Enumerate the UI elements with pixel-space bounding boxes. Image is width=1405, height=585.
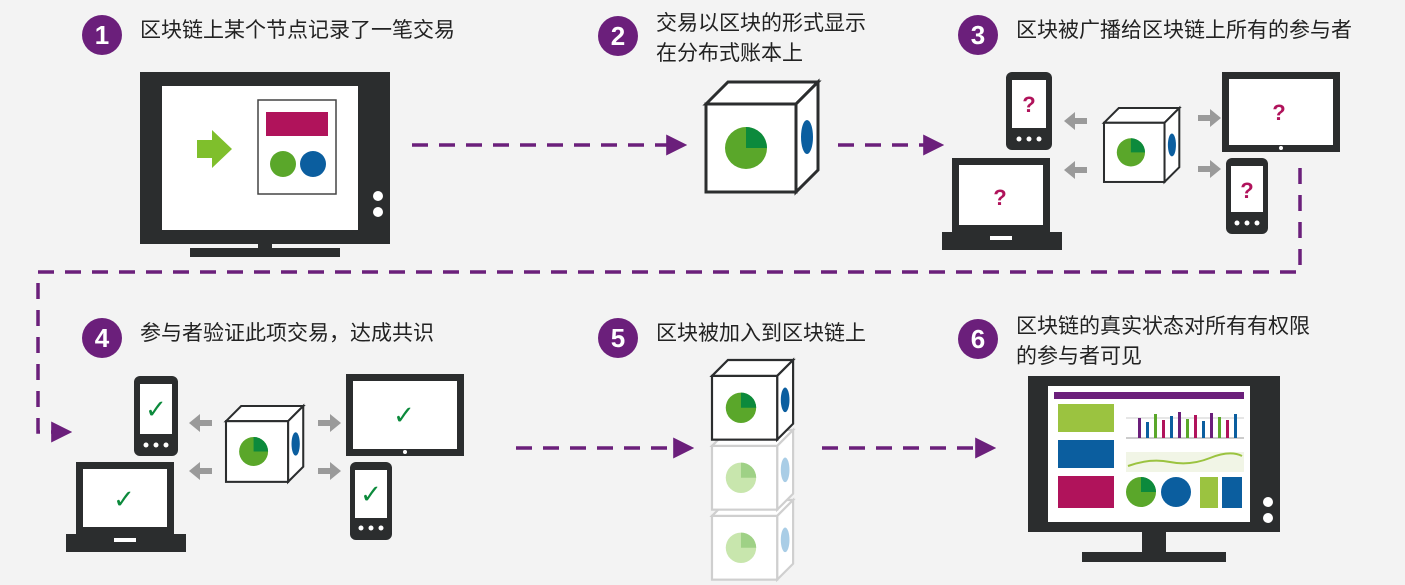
step-2-caption: 交易以区块的形式显示 在分布式账本上 bbox=[656, 11, 866, 65]
step-5-caption: 区块被加入到区块链上 bbox=[656, 321, 866, 345]
check-mark-icon: ✓ bbox=[113, 485, 135, 515]
flow-arrow-3-4 bbox=[36, 168, 1302, 443]
step-3-caption: 区块被广播给区块链上所有的参与者 bbox=[1016, 18, 1352, 42]
check-mark-icon: ✓ bbox=[360, 480, 382, 510]
step-4-verify-group: ✓ ✓ ✓ bbox=[66, 374, 464, 552]
step-6-dashboard-monitor bbox=[1028, 376, 1280, 562]
laptop-icon: ? bbox=[942, 158, 1062, 250]
step-6-badge: 6 bbox=[958, 319, 998, 359]
step-2-badge: 2 bbox=[598, 16, 638, 56]
unknown-mark: ? bbox=[1240, 178, 1253, 203]
chain-block-cube bbox=[710, 498, 795, 581]
step-1-monitor-icon bbox=[140, 72, 390, 257]
unknown-mark: ? bbox=[1022, 92, 1035, 117]
step-1-caption: 区块链上某个节点记录了一笔交易 bbox=[140, 18, 455, 42]
step-4-header: 4 参与者验证此项交易，达成共识 bbox=[82, 318, 434, 358]
step-6-caption: 区块链的真实状态对所有有权限 的参与者可见 bbox=[1016, 314, 1310, 368]
step-5-blockchain-stack bbox=[710, 358, 795, 581]
laptop-icon: ✓ bbox=[66, 462, 186, 552]
step-3-block-cube bbox=[1102, 106, 1181, 183]
mini-bar-chart-icon bbox=[1126, 412, 1244, 439]
step-1-header: 1 区块链上某个节点记录了一笔交易 bbox=[82, 15, 455, 55]
broadcast-arrow-icon bbox=[1064, 161, 1087, 179]
check-mark-icon: ✓ bbox=[145, 395, 167, 425]
broadcast-arrow-icon bbox=[189, 414, 212, 432]
step-1-badge: 1 bbox=[82, 15, 122, 55]
unknown-mark: ? bbox=[1272, 100, 1285, 125]
mini-pie-chart-icon bbox=[1126, 477, 1156, 507]
green-arrow-icon bbox=[197, 130, 232, 168]
step-4-caption: 参与者验证此项交易，达成共识 bbox=[140, 321, 434, 345]
step-4-badge: 4 bbox=[82, 318, 122, 358]
mini-line-chart-icon bbox=[1126, 452, 1244, 472]
step-2-block-cube bbox=[704, 80, 820, 194]
broadcast-arrow-icon bbox=[318, 462, 341, 480]
chain-block-cube bbox=[710, 428, 795, 511]
step-5-header: 5 区块被加入到区块链上 bbox=[598, 318, 866, 358]
unknown-mark: ? bbox=[993, 185, 1006, 210]
phone-icon: ? bbox=[1006, 72, 1052, 150]
phone-icon: ✓ bbox=[350, 462, 392, 540]
new-block-cube bbox=[710, 358, 795, 441]
step-3-badge: 3 bbox=[958, 15, 998, 55]
broadcast-arrow-icon bbox=[318, 414, 341, 432]
step-4-block-cube bbox=[224, 404, 305, 483]
broadcast-arrow-icon bbox=[1198, 109, 1221, 127]
step-2-header: 2 交易以区块的形式显示 在分布式账本上 bbox=[598, 8, 866, 68]
step-3-broadcast-group: ? ? ? bbox=[942, 72, 1340, 250]
phone-icon: ? bbox=[1226, 158, 1268, 234]
mini-circle-icon bbox=[1161, 477, 1191, 507]
phone-icon: ✓ bbox=[134, 376, 178, 456]
step-5-badge: 5 bbox=[598, 318, 638, 358]
broadcast-arrow-icon bbox=[189, 462, 212, 480]
check-mark-icon: ✓ bbox=[393, 401, 415, 431]
step-3-header: 3 区块被广播给区块链上所有的参与者 bbox=[958, 15, 1352, 55]
step-6-header: 6 区块链的真实状态对所有有权限 的参与者可见 bbox=[958, 311, 1310, 371]
tablet-icon: ? bbox=[1222, 72, 1340, 152]
tablet-icon: ✓ bbox=[346, 374, 464, 456]
broadcast-arrow-icon bbox=[1198, 160, 1221, 178]
broadcast-arrow-icon bbox=[1064, 112, 1087, 130]
